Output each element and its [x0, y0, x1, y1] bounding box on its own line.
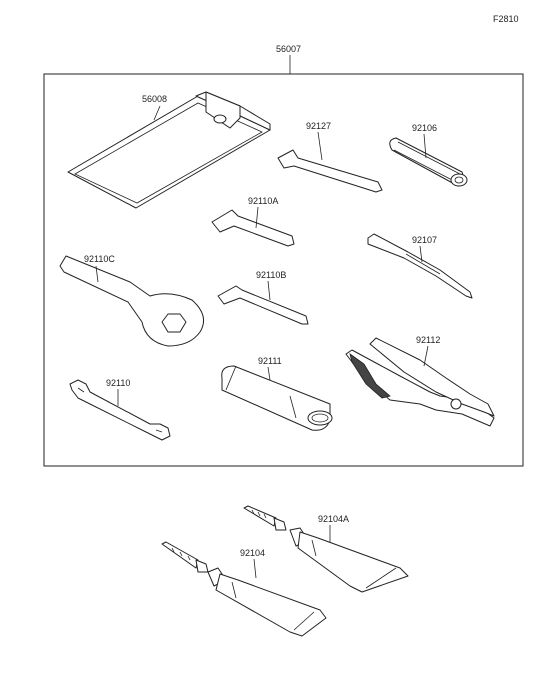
leader-92106 [423, 133, 427, 159]
label-92110B: 92110B [256, 270, 286, 280]
tool-handle[interactable] [221, 365, 333, 431]
hex-key-medium[interactable] [211, 209, 295, 247]
pliers[interactable] [345, 337, 495, 427]
label-92107: 92107 [412, 235, 437, 245]
open-end-spanner[interactable] [69, 379, 171, 441]
leader-92127 [317, 131, 323, 161]
label-92112: 92112 [416, 335, 440, 345]
tool-bag[interactable] [67, 91, 271, 209]
label-92104A: 92104A [318, 514, 349, 524]
label-92110C: 92110C [84, 254, 115, 264]
tool-kit-frame [43, 73, 524, 467]
hex-key-large[interactable] [277, 149, 383, 193]
leader-92110C [95, 265, 99, 283]
label-92106: 92106 [412, 123, 437, 133]
leader-92107 [419, 245, 423, 263]
grease-tube-a[interactable] [243, 505, 409, 593]
leader-56008 [153, 105, 161, 121]
leader-92111 [267, 366, 271, 381]
leader-92110B [267, 280, 271, 301]
assembly-part-number: 56007 [276, 44, 301, 54]
leader-92104 [253, 558, 257, 579]
label-56008: 56008 [142, 94, 167, 104]
label-92127: 92127 [306, 121, 331, 131]
figure-code: F2810 [493, 14, 519, 24]
grease-tube[interactable] [161, 541, 327, 637]
leader-92112 [423, 345, 429, 367]
label-92110A: 92110A [248, 196, 278, 206]
ring-spanner[interactable] [59, 255, 205, 347]
label-92111: 92111 [258, 356, 282, 366]
grip-sleeve[interactable] [389, 137, 468, 187]
label-92110: 92110 [106, 378, 130, 388]
label-92104: 92104 [240, 548, 265, 558]
leader-92110A [255, 206, 259, 229]
hex-key-small[interactable] [217, 285, 309, 325]
screwdriver-bit[interactable] [367, 233, 473, 299]
